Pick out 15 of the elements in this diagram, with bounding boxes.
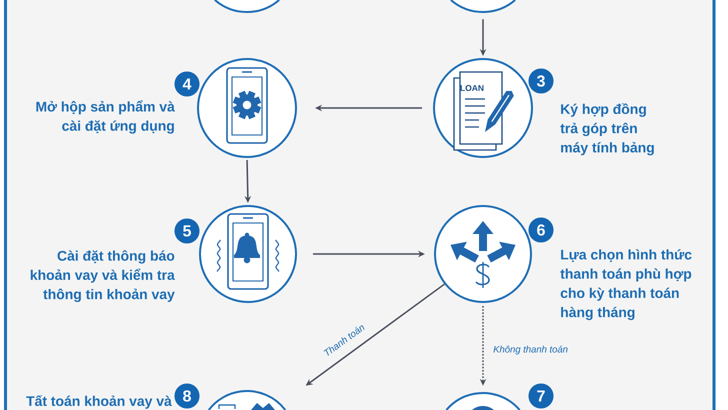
step-description: Cài đặt thông báo khoản vay và kiểm tra thông tin khoản vay [30,250,175,302]
step-description: Tất toán khoản vay và [26,395,172,409]
step-description: Lựa chọn hình thức thanh toán phù hợp cho kỳ thanh toán hàng tháng [560,249,692,320]
number-badge: 5 [174,218,200,244]
number-badge: 7 [528,384,554,408]
step-circle [199,205,297,303]
edge-label: Không thanh toán [492,344,569,356]
step-description: Ký hợp đồng trả góp trên máy tính bảng [560,103,654,156]
number-badge: 4 [174,72,200,96]
step-description: Mở hộp sản phẩm và cài đặt ứng dụng [36,100,175,134]
number-badge: 8 [174,384,200,408]
number-badge: 6 [528,218,554,242]
step-circle [197,58,297,158]
icon-label: LOAN [460,85,484,91]
number-badge: 3 [528,68,554,94]
